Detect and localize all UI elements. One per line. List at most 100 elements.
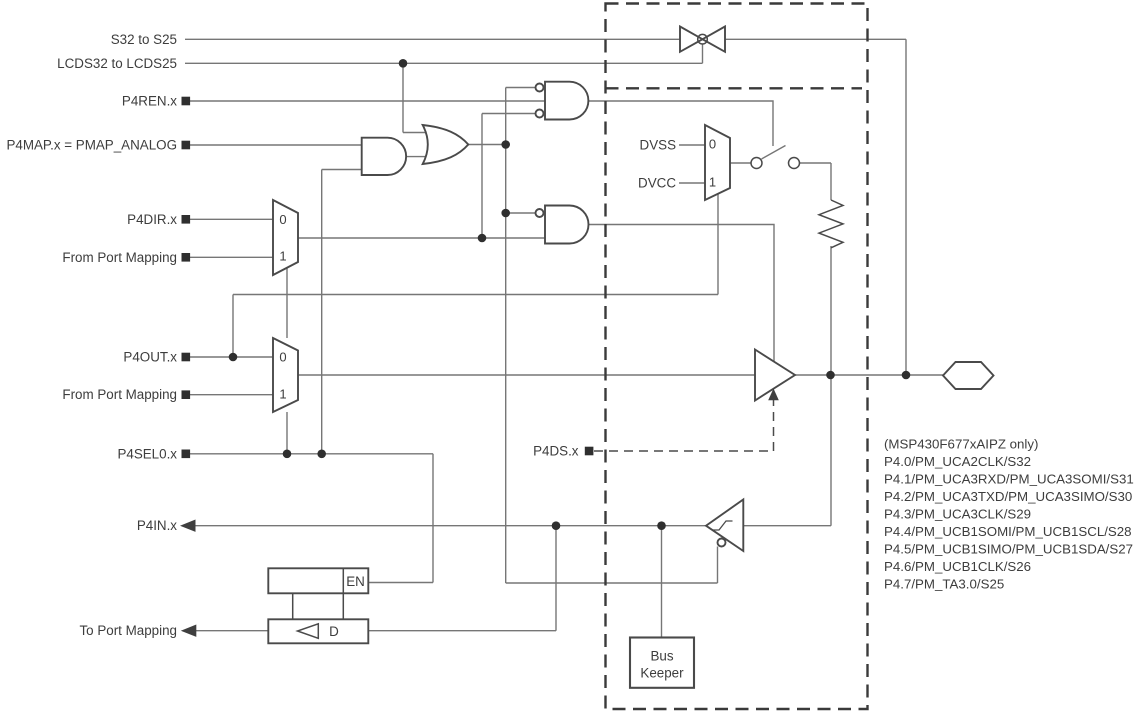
- driver-enable-gate: [544, 204, 590, 245]
- net-s32: [185, 38, 907, 375]
- symbols: [267, 24, 995, 689]
- pin-function: P4.2/PM_UCA3TXD/PM_UCA3SIMO/S30: [884, 489, 1132, 504]
- and-gate-analog: [360, 136, 408, 176]
- label-dvcc: DVCC: [638, 176, 676, 191]
- bus-keeper-label-line2: Keeper: [640, 666, 684, 681]
- switch-contact: [787, 156, 801, 170]
- latch-stems: [291, 593, 345, 620]
- net-p4sel0: [190, 453, 434, 584]
- junction-dots: [228, 59, 911, 530]
- pull-enable-gate: [544, 80, 590, 121]
- junction-dot: [317, 449, 327, 459]
- out-mux-input-0: 0: [279, 350, 286, 365]
- net-analog-disable: [468, 86, 719, 584]
- label-s32: S32 to S25: [111, 32, 177, 47]
- pull-resistor: [816, 199, 846, 249]
- net-latch-d: [368, 525, 557, 632]
- label-p4ds: P4DS.x: [533, 444, 579, 459]
- or-gate-analog: [421, 123, 470, 166]
- label-p4in: P4IN.x: [137, 518, 177, 533]
- latch-triangle-icon: [295, 622, 320, 640]
- out-mux: [272, 336, 299, 414]
- register-bit-square: [181, 253, 191, 262]
- label-from-port-mapping-dir: From Port Mapping: [62, 250, 177, 265]
- register-bit-square: [181, 215, 191, 224]
- label-p4out: P4OUT.x: [123, 350, 177, 365]
- pin-function: P4.1/PM_UCA3RXD/PM_UCA3SOMI/S31: [884, 472, 1134, 487]
- junction-dot: [657, 521, 666, 530]
- labels: S32 to S25 LCDS32 to LCDS25 P4REN.x P4MA…: [6, 32, 1133, 681]
- analog-switch-right: [700, 24, 726, 54]
- bus-keeper-label-line1: Bus: [650, 649, 673, 664]
- register-bit-square: [181, 390, 191, 399]
- pull-mux-input-1: 1: [709, 175, 716, 190]
- inverter-bubble: [534, 208, 545, 218]
- dir-mux: [272, 198, 299, 277]
- wires: [185, 38, 943, 638]
- p4ds-dashed-wire: [594, 400, 775, 452]
- register-bit-square: [181, 449, 191, 459]
- p4ds-arrowhead: [768, 388, 779, 401]
- pin-function: P4.0/PM_UCA2CLK/S32: [884, 454, 1031, 469]
- register-bit-square: [181, 140, 191, 150]
- register-bit-square: [584, 446, 594, 456]
- dir-mux-input-0: 0: [279, 212, 286, 227]
- pin-function: P4.7/PM_TA3.0/S25: [884, 577, 1004, 592]
- junction-dot: [282, 449, 292, 459]
- net-driver-enable: [588, 223, 775, 362]
- out-mux-input-1: 1: [279, 387, 286, 402]
- pin-function: P4.3/PM_UCA3CLK/S29: [884, 507, 1031, 522]
- label-p4ren: P4REN.x: [122, 94, 177, 109]
- latch-en-label: EN: [346, 574, 365, 589]
- pin-function: P4.5/PM_UCB1SIMO/PM_UCB1SDA/S27: [884, 542, 1133, 557]
- junction-dot: [501, 208, 511, 218]
- label-p4dir: P4DIR.x: [127, 212, 177, 227]
- dir-mux-input-1: 1: [279, 249, 286, 264]
- net-p4sel0-to-and: [321, 168, 362, 454]
- register-bit-square: [181, 352, 191, 362]
- p4in-arrowhead: [180, 519, 196, 532]
- junction-dot: [901, 370, 911, 380]
- analog-switch-left: [679, 24, 705, 54]
- pin-function: P4.6/PM_UCB1CLK/S26: [884, 559, 1031, 574]
- analog-switch-bubble: [696, 33, 709, 45]
- label-from-port-mapping-out: From Port Mapping: [62, 387, 177, 402]
- inverter-bubble: [534, 82, 545, 93]
- junction-dot: [501, 140, 511, 149]
- junction-dot: [477, 233, 487, 243]
- junction-dot: [228, 352, 238, 362]
- to-port-mapping-arrowhead: [180, 624, 197, 637]
- outer-dashed-box: [604, 2, 869, 711]
- net-pull-enable: [588, 100, 774, 146]
- net-lcds32: [185, 44, 704, 134]
- hysteresis-icon: [712, 520, 733, 531]
- label-p4map: P4MAP.x = PMAP_ANALOG: [6, 138, 177, 153]
- label-lcds32: LCDS32 to LCDS25: [57, 56, 177, 71]
- register-bit-square: [181, 96, 191, 106]
- label-to-port-mapping: To Port Mapping: [79, 623, 177, 638]
- module-boundaries: [594, 2, 869, 711]
- latch-d-label: D: [329, 624, 339, 639]
- pin-function: P4.4/PM_UCB1SOMI/PM_UCB1SCL/S28: [884, 524, 1132, 539]
- inverter-bubble: [534, 108, 545, 119]
- pin-note: (MSP430F677xAIPZ only): [884, 437, 1038, 452]
- input-schmitt-buffer: [704, 497, 745, 553]
- pull-direction-mux: [704, 123, 731, 202]
- net-pull-select: [232, 194, 719, 357]
- inverter-bubble: [716, 537, 727, 548]
- junction-dot: [551, 521, 561, 530]
- junction-dot: [398, 59, 408, 68]
- connectors: [180, 96, 779, 637]
- bus-keeper-box: [628, 636, 696, 689]
- net-dir-mux-out: [298, 112, 545, 239]
- pad-hexagon: [941, 361, 995, 390]
- label-dvss: DVSS: [640, 138, 677, 153]
- pull-mux-input-0: 0: [709, 137, 716, 152]
- junction-dot: [826, 370, 835, 380]
- label-p4sel0: P4SEL0.x: [117, 446, 177, 461]
- net-switch: [730, 144, 832, 200]
- net-buffer-input: [743, 246, 832, 527]
- latch-en-box: [267, 567, 370, 595]
